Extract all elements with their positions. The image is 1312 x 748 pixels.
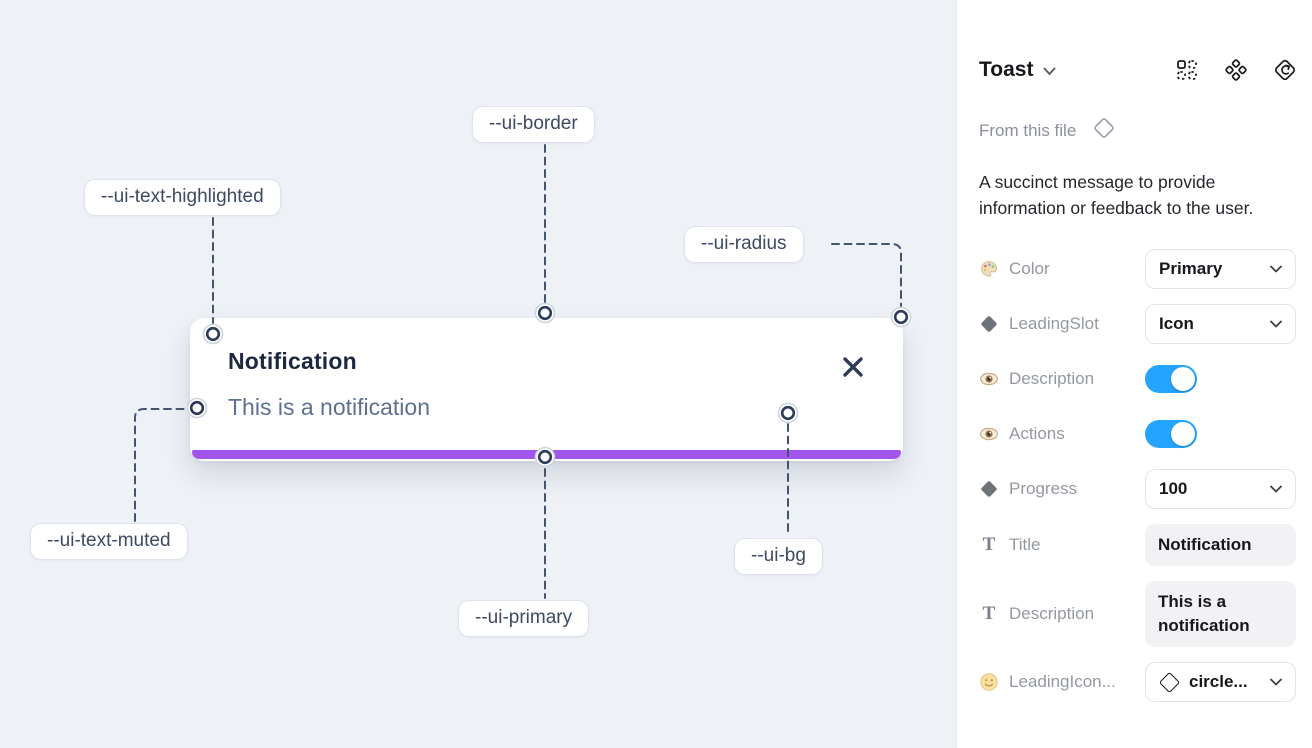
color-select[interactable]: Primary (1145, 249, 1296, 289)
properties-panel: Toast (956, 0, 1312, 748)
palette-icon (979, 259, 999, 279)
progress-select[interactable]: 100 (1145, 469, 1296, 509)
property-label: LeadingIcon... (1009, 672, 1116, 691)
eye-icon (979, 424, 999, 444)
annotation-pill-ui-bg: --ui-bg (734, 538, 823, 575)
toast-progress-bar (192, 450, 901, 459)
property-row-leading-slot: LeadingSlot Icon (979, 304, 1296, 344)
property-label: Description (1009, 369, 1095, 388)
chevron-down-icon (1270, 485, 1282, 493)
leading-slot-select-value: Icon (1159, 314, 1194, 333)
property-label: Actions (1009, 424, 1065, 443)
diamond-icon (979, 314, 999, 334)
actions-toggle[interactable] (1145, 420, 1197, 448)
annotation-pill-ui-text-muted: --ui-text-muted (30, 523, 188, 560)
component-preview-canvas[interactable]: Notification This is a notification (0, 0, 956, 748)
connector-ui-radius (831, 243, 902, 307)
text-icon: T (982, 534, 996, 555)
description-toggle[interactable] (1145, 365, 1197, 393)
source-label: From this file (979, 120, 1077, 140)
property-rows: Color Primary LeadingSlot Icon (979, 249, 1296, 702)
chevron-down-icon (1270, 678, 1282, 686)
toast-description: This is a notification (228, 394, 430, 420)
chevron-down-icon (1270, 320, 1282, 328)
component-source-row: From this file (979, 113, 1296, 148)
go-to-main-component-icon[interactable] (1274, 59, 1296, 81)
swap-instance-icon[interactable] (1176, 59, 1198, 81)
property-label: Description (1009, 604, 1095, 623)
toggle-knob (1171, 422, 1195, 446)
property-label: Progress (1009, 479, 1078, 498)
property-row-progress: Progress 100 (979, 469, 1296, 509)
property-row-description-text: T Description This is a notification (979, 581, 1296, 647)
leading-icon-select-value: circle... (1189, 672, 1248, 691)
annotation-pill-ui-border: --ui-border (472, 106, 595, 143)
chevron-down-icon[interactable] (1043, 63, 1056, 81)
leading-slot-select[interactable]: Icon (1145, 304, 1296, 344)
property-row-title: T Title Notification (979, 524, 1296, 566)
property-row-leading-icon: LeadingIcon... circle... (979, 662, 1296, 702)
color-select-value: Primary (1159, 259, 1223, 278)
property-row-description-toggle: Description (979, 359, 1296, 399)
annotation-pill-ui-radius: --ui-radius (684, 226, 804, 263)
annotation-pill-ui-text-highlighted: --ui-text-highlighted (84, 179, 281, 216)
diamond-icon (979, 479, 999, 499)
leading-icon-select[interactable]: circle... (1145, 662, 1296, 702)
smiley-icon (979, 672, 999, 692)
property-row-actions-toggle: Actions (979, 414, 1296, 454)
text-icon: T (982, 603, 996, 624)
variants-icon[interactable] (1225, 59, 1247, 81)
panel-header: Toast (979, 58, 1296, 82)
chevron-down-icon (1270, 265, 1282, 273)
close-icon[interactable] (841, 355, 865, 379)
description-input[interactable]: This is a notification (1145, 581, 1296, 647)
progress-select-value: 100 (1159, 479, 1188, 498)
annotation-pill-ui-primary: --ui-primary (458, 600, 590, 637)
property-row-color: Color Primary (979, 249, 1296, 289)
toast-component: Notification This is a notification (190, 318, 903, 461)
eye-icon (979, 369, 999, 389)
property-label: Title (1009, 535, 1041, 554)
toast-title: Notification (228, 348, 357, 374)
component-diamond-icon (1089, 113, 1119, 148)
connector-ui-text-muted (134, 408, 186, 522)
title-input[interactable]: Notification (1145, 524, 1296, 566)
component-description: A succinct message to provide informatio… (979, 172, 1254, 218)
property-label: LeadingSlot (1009, 314, 1099, 333)
icon-diamond-glyph (1158, 671, 1181, 693)
component-name: Toast (979, 58, 1034, 81)
property-label: Color (1009, 259, 1050, 278)
toggle-knob (1171, 367, 1195, 391)
